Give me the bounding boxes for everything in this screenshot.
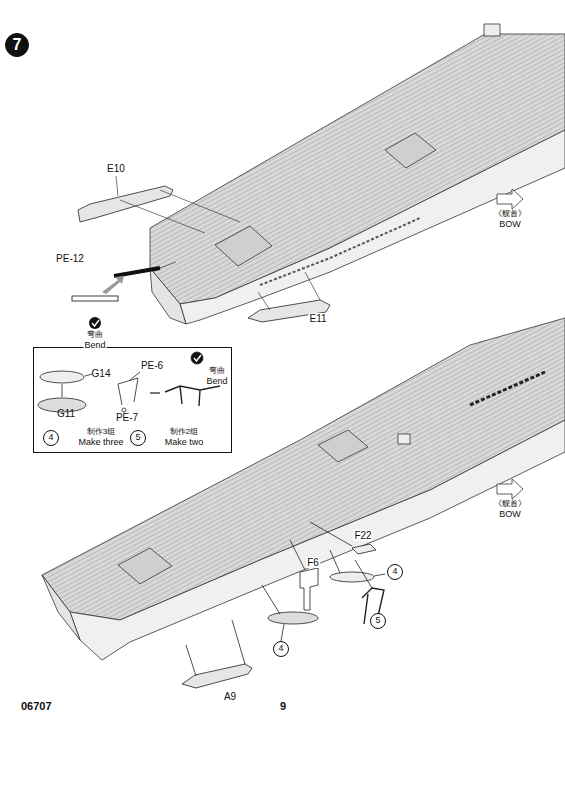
- boat: [268, 612, 318, 624]
- callout-circle: 5: [130, 430, 146, 446]
- callout-circle: 4: [273, 641, 289, 657]
- step-number: 7: [5, 33, 29, 57]
- f22-part: [352, 544, 376, 554]
- leader-line: [232, 620, 245, 664]
- part-label: PE-7: [116, 412, 138, 423]
- callout-number: 4: [392, 567, 397, 577]
- hull-side: [180, 130, 565, 324]
- callout-number: 7: [13, 36, 22, 54]
- leader-line: [262, 585, 280, 614]
- davit-bent: [165, 386, 220, 406]
- upper-hull: [150, 24, 565, 324]
- leader-line: [62, 384, 63, 397]
- part-label: G11: [57, 408, 75, 419]
- part-label: 9: [279, 700, 287, 712]
- stern-flare: [42, 575, 80, 640]
- part-label: Make two: [165, 438, 204, 448]
- callout-circle: 4: [387, 564, 403, 580]
- leader-line: [160, 190, 240, 222]
- part-label: E10: [106, 163, 126, 174]
- part-label: G14: [92, 368, 111, 379]
- deck-fitting: [398, 434, 410, 444]
- part-label: F6: [306, 557, 320, 568]
- elevator: [215, 226, 272, 266]
- part-label: 弯曲: [86, 331, 104, 340]
- part-label: 《舰首》: [493, 210, 527, 219]
- bend-arrow: [150, 392, 160, 394]
- a9-part: [182, 664, 252, 688]
- part-label: Make three: [78, 438, 123, 448]
- part-e10: [78, 176, 240, 233]
- part-label: PE-6: [141, 360, 163, 371]
- leader-line: [130, 372, 140, 380]
- callout-circle: 5: [370, 613, 386, 629]
- elevator: [385, 133, 436, 168]
- part-label: A9: [223, 691, 237, 702]
- bend-arrow: [102, 276, 124, 294]
- callout-number: 4: [278, 644, 283, 654]
- part-label: PE-12: [55, 253, 85, 264]
- part-label: BOW: [498, 220, 522, 230]
- bow-arrow: [497, 189, 523, 209]
- deck-fitting: [484, 24, 500, 36]
- boat-g14: [40, 371, 84, 383]
- callout-number: 5: [375, 616, 380, 626]
- gallery: [470, 372, 545, 405]
- pe12-flat: [72, 296, 118, 301]
- bow-arrow: [497, 479, 523, 499]
- callout-circle: 4: [43, 430, 59, 446]
- leader-line: [258, 292, 270, 310]
- leader-line: [116, 176, 118, 196]
- part-label: 制作2组: [170, 428, 198, 437]
- bend-check-symbol: [191, 352, 203, 364]
- elevator: [118, 548, 172, 584]
- leader-line: [374, 574, 385, 576]
- hull-side: [70, 420, 565, 660]
- leader-line: [85, 374, 92, 376]
- part-label: BOW: [498, 510, 522, 520]
- f6-part: [300, 568, 318, 610]
- lower-parts: [182, 522, 385, 688]
- part-label: E11: [308, 313, 327, 324]
- check-mark: [92, 320, 99, 326]
- davit-pe6: [118, 378, 138, 405]
- check-mark: [194, 355, 201, 361]
- leader-line: [330, 550, 340, 573]
- part-label: Bend: [83, 341, 106, 351]
- leader-line: [310, 522, 352, 546]
- gallery: [260, 218, 420, 285]
- elevator: [318, 430, 368, 462]
- part-label: 弯曲: [209, 367, 225, 376]
- leader-line: [355, 560, 372, 588]
- part-label: 《舰首》: [493, 500, 527, 509]
- leader-line: [120, 200, 205, 233]
- callout-number: 4: [48, 433, 53, 443]
- callout-number: 5: [135, 433, 140, 443]
- part-label: Bend: [206, 377, 227, 387]
- bend-check-symbol: [89, 317, 101, 329]
- leader-line: [305, 272, 320, 300]
- e10-part: [78, 186, 173, 222]
- part-label: 制作3组: [87, 428, 115, 437]
- lower-hull: [42, 318, 565, 660]
- inset-box: G14G11 PE-6PE-7 弯曲Bend 制作3组Make three 制作2组Ma…: [33, 347, 232, 453]
- leader-line: [281, 624, 284, 641]
- davit-pe7: [122, 408, 126, 412]
- leader-line: [160, 262, 176, 268]
- part-pe12: [72, 262, 176, 329]
- part-label: 06707: [20, 700, 53, 712]
- pe12-strip: [114, 268, 160, 276]
- part-label: F22: [353, 530, 372, 541]
- leader-line: [290, 540, 305, 570]
- stern-flare: [150, 268, 186, 324]
- inset-parts: [38, 352, 220, 412]
- leader-line: [186, 645, 196, 676]
